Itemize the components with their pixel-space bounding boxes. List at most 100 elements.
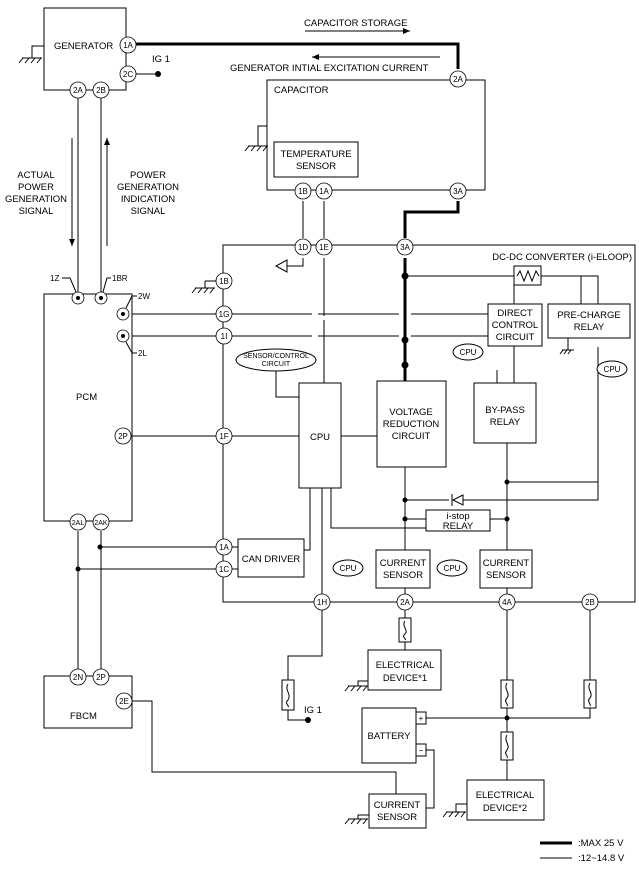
legend-thick-label: :MAX 25 V	[578, 838, 624, 849]
connector-cap-3a: 3A	[449, 182, 467, 200]
connector-fbcm-2n: 2N	[69, 668, 87, 686]
signal-ground-icon	[274, 259, 288, 273]
connector-dc-3a: 3A	[396, 238, 414, 256]
electrical-device-1-box	[367, 649, 442, 691]
current-sensor-ext-label-1: CURRENT	[374, 800, 421, 811]
bypass-relay-box	[473, 382, 537, 444]
pcm-1br-label: 1BR	[112, 274, 128, 283]
current-sensor-box-1	[375, 549, 431, 589]
cpu-box-label: CPU	[310, 432, 330, 443]
battery-label: BATTERY	[368, 731, 412, 742]
battery-box	[361, 707, 417, 764]
voltage-reduction-label-2: REDUCTION	[383, 419, 440, 430]
cpu-box	[298, 382, 342, 489]
svg-text:2N: 2N	[73, 673, 83, 682]
connector-fbcm-2e: 2E	[115, 692, 133, 710]
electrical-device-2-label-1: ELECTRICAL	[476, 790, 535, 801]
svg-text:1B: 1B	[298, 187, 308, 196]
svg-text:1E: 1E	[319, 243, 329, 252]
dcdc-converter-label: DC-DC CONVERTER (i-ELOOP)	[492, 252, 632, 263]
current-sensor-box-2	[479, 549, 533, 589]
junction-dots	[75, 71, 510, 723]
svg-text:1B: 1B	[219, 277, 229, 286]
connector-pcm-1z	[71, 291, 85, 305]
svg-text:2AK: 2AK	[94, 520, 108, 527]
connector-dc-1g: 1G	[215, 305, 233, 323]
electrical-device-1-label-2: DEVICE*1	[383, 673, 427, 684]
excitation-label: GENERATOR INTIAL EXCITATION CURRENT	[230, 63, 429, 74]
resistor-icon	[516, 269, 540, 283]
sensor-control-label-1: SENSOR/CONTROL	[243, 353, 309, 360]
svg-text:1A: 1A	[219, 543, 229, 552]
actual-power-label-3: GENERATION	[5, 194, 67, 205]
bypass-relay-label-2: RELAY	[490, 417, 521, 428]
cpu-ellipse-precharge	[596, 360, 628, 378]
connector-pcm-2p: 2P	[114, 427, 132, 445]
fuse-icon	[281, 679, 295, 711]
fuse-icon	[398, 617, 412, 643]
ground-icon	[559, 349, 574, 355]
can-driver-box	[237, 538, 305, 578]
cpu-ellipse-current1	[332, 559, 364, 577]
current-sensor-external-box	[368, 793, 427, 829]
fbcm-label: FBCM	[70, 711, 97, 722]
cpu-ellipse-current2-label: CPU	[444, 564, 461, 573]
pre-charge-relay-box	[547, 303, 631, 339]
dcdc-converter-box	[222, 244, 636, 603]
power-indication-label-2: GENERATION	[117, 182, 179, 193]
direct-control-label-1: DIRECT	[497, 308, 533, 319]
can-driver-label: CAN DRIVER	[242, 554, 301, 565]
temperature-sensor-label-1: TEMPERATURE	[280, 149, 351, 160]
istop-relay-label-1: i-stop	[446, 511, 469, 522]
cpu-ellipse-precharge-label: CPU	[604, 365, 621, 374]
bypass-relay-label-1: BY-PASS	[485, 405, 525, 416]
istop-relay-box	[425, 509, 491, 532]
svg-text:3A: 3A	[453, 187, 463, 196]
ground-icon	[344, 818, 368, 825]
fuse-icon	[500, 679, 514, 709]
connector-dc-2a: 2A	[396, 593, 414, 611]
generator-label: GENERATOR	[54, 41, 113, 52]
ig1-fuse-label: IG 1	[304, 705, 322, 716]
power-indication-label-4: SIGNAL	[131, 206, 166, 217]
svg-text:4A: 4A	[502, 598, 512, 607]
battery-negative-terminal	[415, 743, 427, 757]
connector-cap-1a: 1A	[315, 182, 333, 200]
svg-text:2P: 2P	[96, 673, 106, 682]
svg-text:1A: 1A	[319, 187, 329, 196]
cpu-ellipse-direct-label: CPU	[460, 348, 477, 357]
pcm-2l-leader	[125, 341, 137, 354]
power-indication-label-3: INDICATION	[121, 194, 175, 205]
svg-text:2C: 2C	[123, 70, 133, 79]
legend: :MAX 25 V :12~14.8 V	[540, 838, 625, 864]
current-sensor-ground-wire	[357, 814, 369, 819]
connector-gen-1a: 1A	[119, 36, 137, 54]
electrical-device-2-box	[466, 779, 545, 821]
actual-power-label-2: POWER	[18, 182, 54, 193]
ig1-generator-label: IG 1	[152, 54, 170, 65]
sensor-control-circuit-ellipse	[235, 348, 317, 372]
svg-text:2P: 2P	[118, 432, 128, 441]
svg-text:1I: 1I	[221, 332, 228, 341]
connector-cap-2a: 2A	[449, 70, 467, 88]
svg-text:2B: 2B	[96, 86, 106, 95]
connector-pcm-1br	[94, 291, 108, 305]
ground-icon	[344, 685, 368, 692]
electrical-device-1-label-1: ELECTRICAL	[376, 660, 435, 671]
temperature-sensor-label-2: SENSOR	[296, 161, 336, 172]
svg-text:1D: 1D	[298, 243, 308, 252]
connector-pcm-2al: 2AL	[69, 513, 87, 531]
connector-dc-1h: 1H	[313, 593, 331, 611]
istop-relay-label-2: RELAY	[443, 521, 474, 532]
connector-fbcm-2p: 2P	[92, 668, 110, 686]
svg-text:2B: 2B	[585, 598, 595, 607]
ground-icon	[442, 811, 466, 818]
connector-dc-1i: 1I	[215, 327, 233, 345]
voltage-reduction-label-1: VOLTAGE	[389, 407, 432, 418]
connector-dc-1e: 1E	[315, 238, 333, 256]
pcm-1br-leader	[102, 277, 111, 293]
pre-charge-relay-label-1: PRE-CHARGE	[557, 310, 620, 321]
battery-positive-label: +	[419, 714, 424, 723]
connector-dc-1f: 1F	[215, 427, 233, 445]
